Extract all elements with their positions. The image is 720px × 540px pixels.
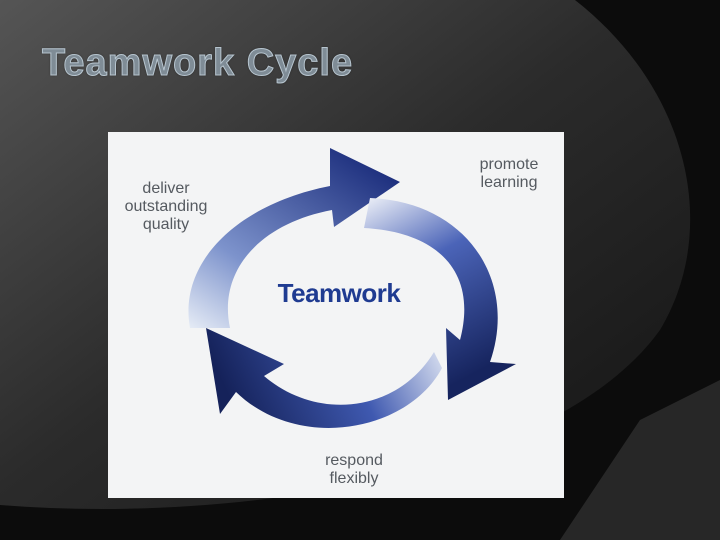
teamwork-cycle-diagram: deliver outstanding quality promote lear… [108,132,564,498]
cycle-arrow-top-left [188,148,400,328]
slide-title: Teamwork Cycle [41,42,354,85]
cycle-arrow-bottom [206,328,442,428]
label-deliver-outstanding-quality: deliver outstanding quality [124,180,208,233]
cycle-arrow-right [364,198,516,400]
center-label-teamwork: Teamwork [277,278,401,308]
label-respond-flexibly: respond flexibly [325,452,383,487]
label-promote-learning: promote learning [479,156,539,191]
